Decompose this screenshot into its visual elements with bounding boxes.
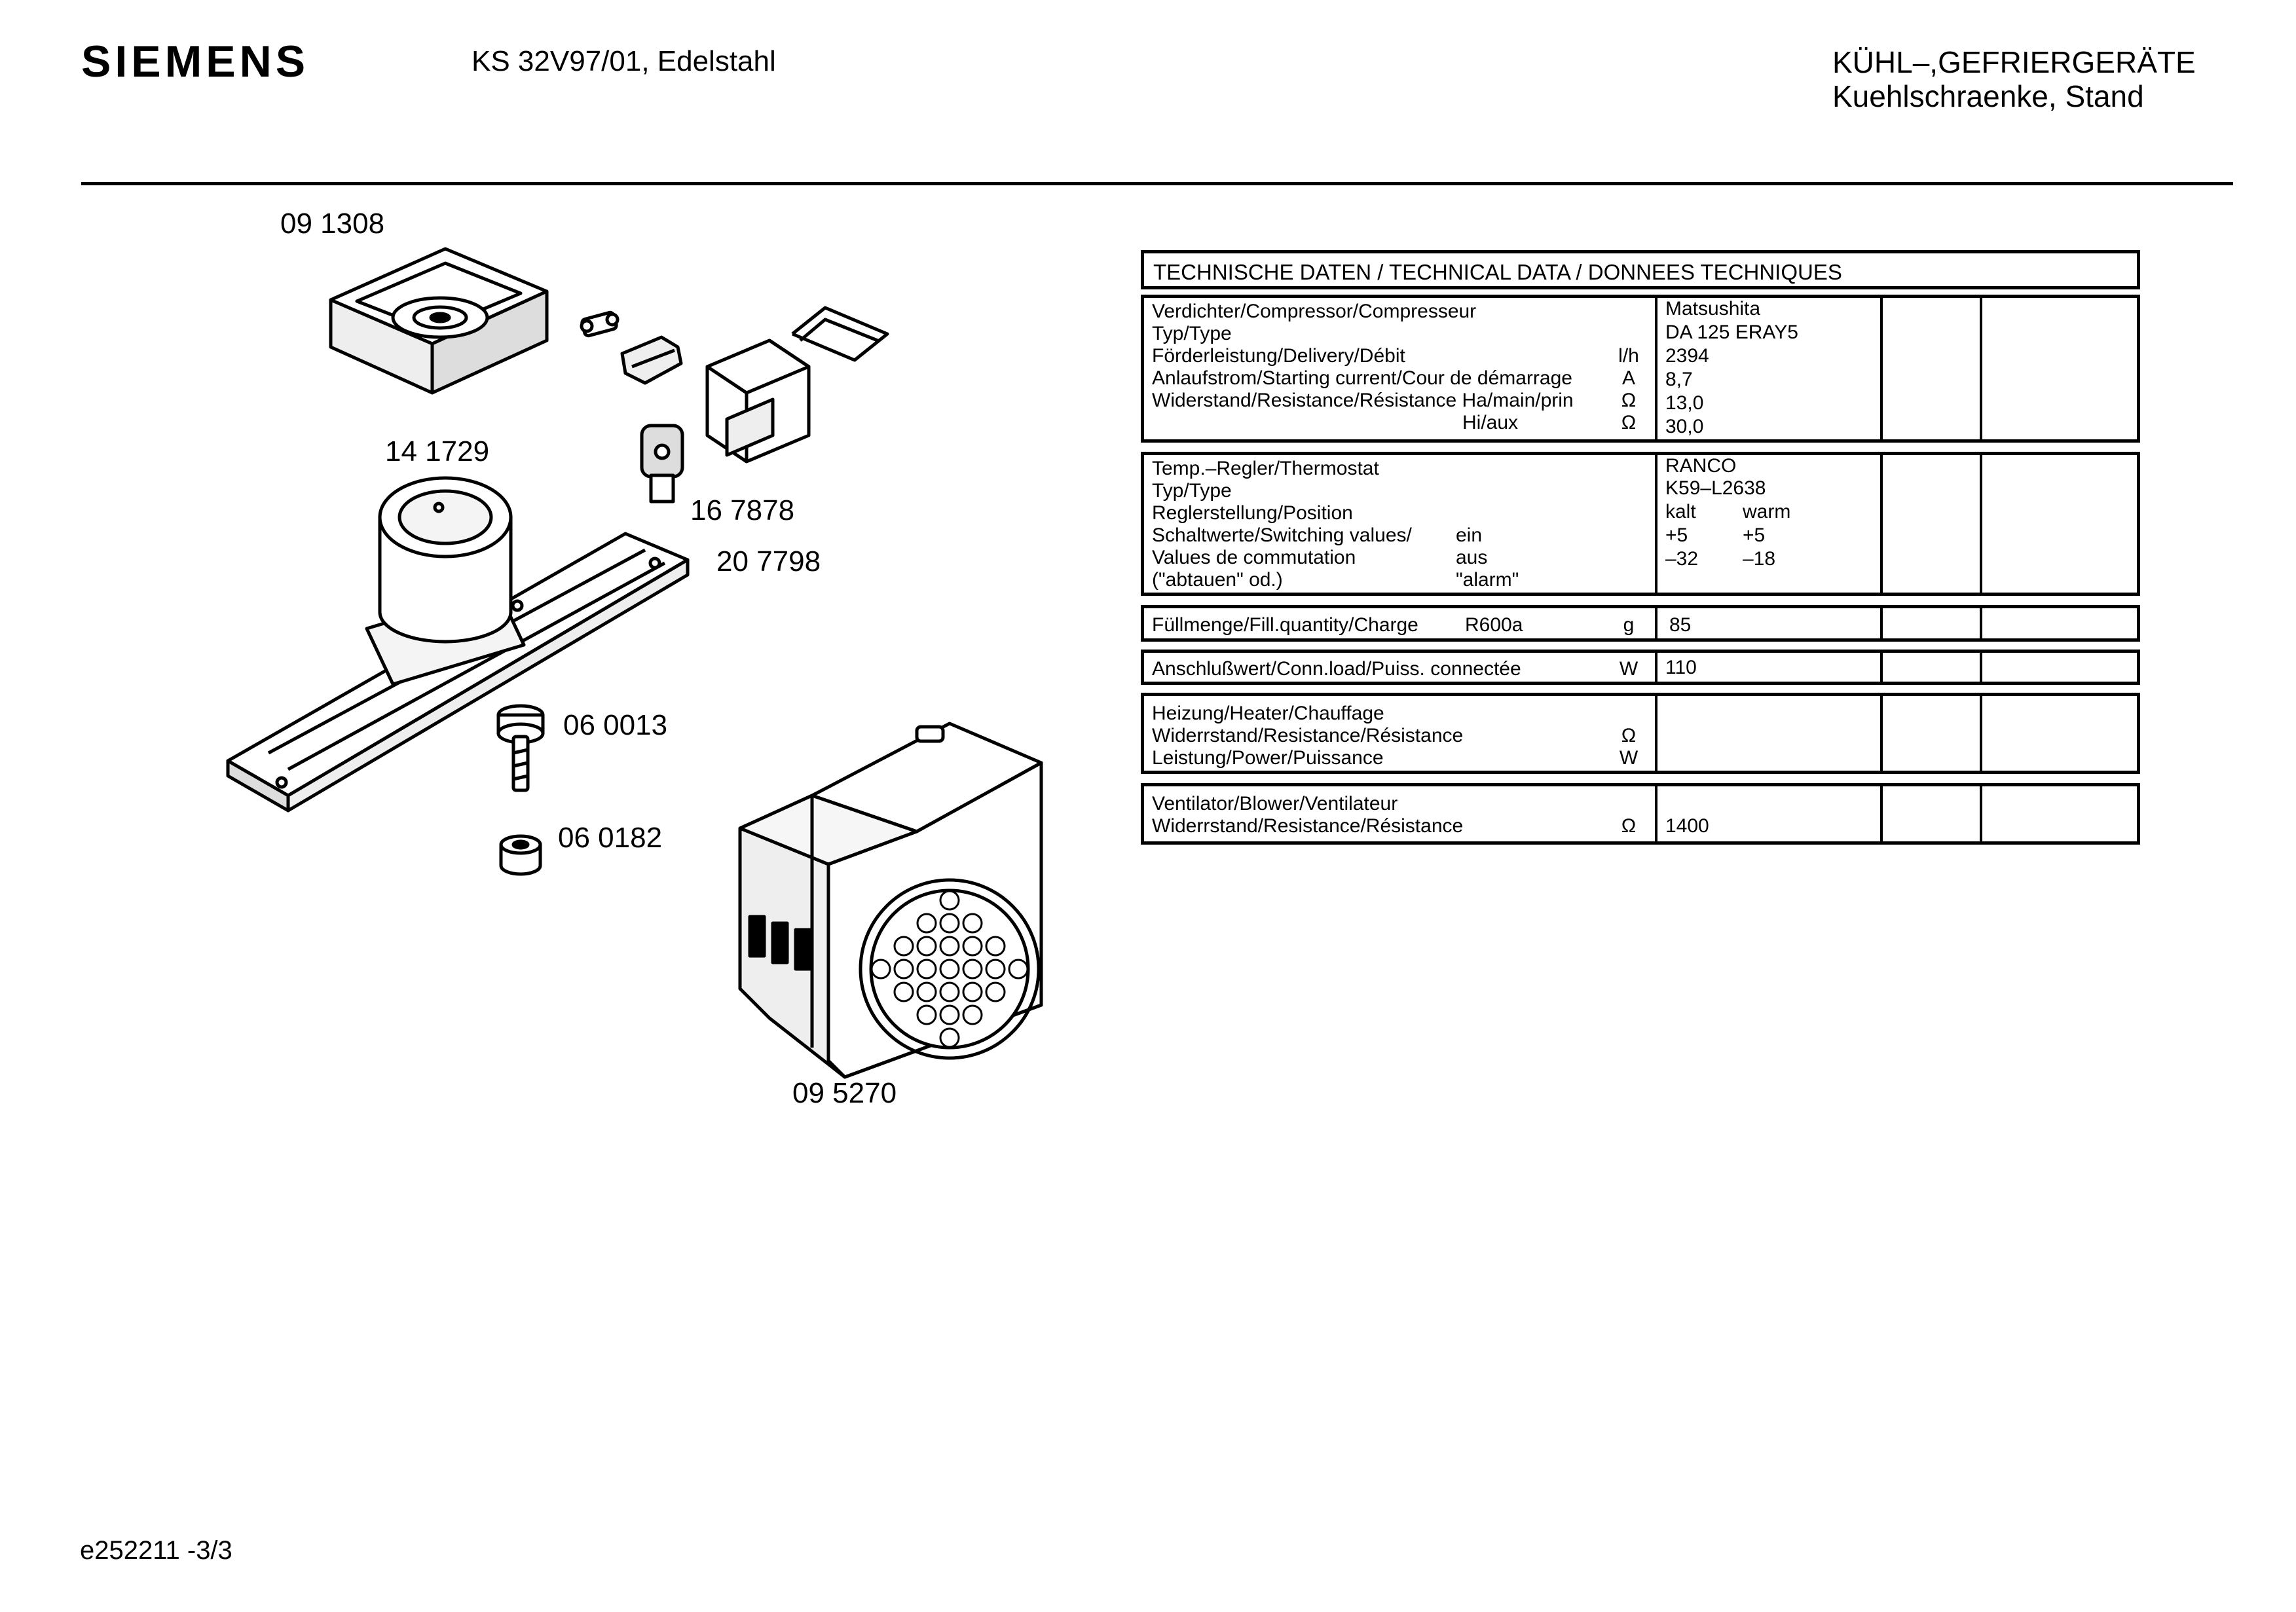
thermostat-position-label: Reglerstellung/Position (1152, 502, 1353, 524)
heater-resistance-label: Widerrstand/Resistance/Résistance (1152, 725, 1464, 746)
part-relay-cover (705, 306, 889, 464)
tech-section-compressor: Verdichter/Compressor/Compresseur Typ/Ty… (1141, 295, 2140, 443)
compressor-label: Verdichter/Compressor/Compresseur (1152, 301, 1477, 322)
category-title: KÜHL–,GEFRIERGERÄTE (1832, 45, 2196, 79)
part-fan (738, 722, 1043, 1079)
part-starter-relay (580, 310, 684, 504)
thermostat-maker: RANCO (1665, 455, 1737, 477)
unit-heater-resistance: Ω (1621, 725, 1637, 746)
col-divider (1655, 696, 1657, 771)
thermostat-type-label: Typ/Type (1152, 480, 1232, 502)
heater-power-label: Leistung/Power/Puissance (1152, 747, 1384, 769)
part-number-060182: 06 0182 (558, 822, 663, 854)
compressor-maker: Matsushita (1665, 298, 1761, 320)
thermostat-off-label: aus (1456, 547, 1488, 568)
tech-data-header: TECHNISCHE DATEN / TECHNICAL DATA / DONN… (1141, 250, 2140, 289)
compressor-resistance-aux-label: Hi/aux (1462, 412, 1519, 433)
thermostat-on-label: ein (1456, 524, 1483, 546)
compressor-delivery: 2394 (1665, 345, 1709, 367)
col-divider (1655, 608, 1657, 638)
part-grommet (499, 834, 542, 876)
part-number-141729: 14 1729 (385, 435, 490, 467)
heater-label: Heizung/Heater/Chauffage (1152, 703, 1384, 724)
thermostat-switching-label: Schaltwerte/Switching values/ (1152, 524, 1412, 546)
header-divider (81, 182, 2233, 185)
part-number-091308: 09 1308 (280, 208, 385, 240)
col-divider (1980, 608, 1982, 638)
col-divider (1880, 455, 1883, 593)
thermostat-type: K59–L2638 (1665, 477, 1766, 499)
tech-section-heater: Heizung/Heater/Chauffage Widerrstand/Res… (1141, 693, 2140, 774)
col-divider (1980, 696, 1982, 771)
part-bolt (496, 704, 545, 792)
col-divider (1655, 455, 1657, 593)
fan-resistance-label: Widerrstand/Resistance/Résistance (1152, 815, 1464, 837)
col-divider (1880, 696, 1883, 771)
col-divider (1655, 298, 1657, 439)
power-label: Anschlußwert/Conn.load/Puiss. connectée (1152, 658, 1521, 680)
compressor-delivery-label: Förderleistung/Delivery/Débit (1152, 345, 1405, 367)
unit-resistance-main: Ω (1621, 390, 1637, 411)
unit-fan-resistance: Ω (1621, 815, 1637, 837)
col-divider (1655, 786, 1657, 841)
compressor-type-label: Typ/Type (1152, 323, 1232, 344)
tech-section-thermostat: Temp.–Regler/Thermostat Typ/Type Reglers… (1141, 452, 2140, 596)
part-number-207798: 20 7798 (716, 545, 821, 577)
thermostat-commutation-label: Values de commutation (1152, 547, 1356, 568)
tech-section-fan: Ventilator/Blower/Ventilateur Widerrstan… (1141, 783, 2140, 845)
siemens-logo: SIEMENS (81, 37, 310, 86)
tech-data-title: TECHNISCHE DATEN / TECHNICAL DATA / DONN… (1153, 260, 1842, 284)
model-title: KS 32V97/01, Edelstahl (472, 45, 776, 77)
col-divider (1880, 608, 1883, 638)
part-drip-tray (329, 247, 549, 395)
compressor-resistance-label: Widerstand/Resistance/Résistance Ha/main… (1152, 390, 1574, 411)
compressor-starting-current: 8,7 (1665, 369, 1693, 390)
unit-resistance-aux: Ω (1621, 412, 1637, 433)
col-divider (1880, 653, 1883, 682)
fan-label: Ventilator/Blower/Ventilateur (1152, 793, 1398, 815)
thermostat-on-cold: +5 (1665, 524, 1688, 546)
category-subtitle: Kuehlschraenke, Stand (1832, 79, 2144, 113)
col-divider (1880, 786, 1883, 841)
part-compressor (226, 476, 690, 813)
compressor-type: DA 125 ERAY5 (1665, 321, 1798, 343)
thermostat-position-warm: warm (1743, 501, 1791, 522)
thermostat-position-cold: kalt (1665, 501, 1696, 522)
compressor-resistance-aux: 30,0 (1665, 416, 1704, 437)
col-divider (1655, 653, 1657, 682)
unit-charge: g (1623, 614, 1635, 636)
col-divider (1980, 786, 1982, 841)
thermostat-label: Temp.–Regler/Thermostat (1152, 458, 1379, 479)
charge-value: 85 (1669, 614, 1692, 636)
power-value: 110 (1665, 657, 1697, 678)
thermostat-defrost-label: ("abtauen" od.) (1152, 569, 1283, 591)
col-divider (1980, 455, 1982, 593)
unit-heater-power: W (1619, 747, 1639, 769)
unit-delivery: l/h (1618, 345, 1639, 367)
thermostat-off-warm: –18 (1743, 548, 1776, 570)
unit-power: W (1619, 658, 1639, 680)
tech-section-power: Anschlußwert/Conn.load/Puiss. connectée … (1141, 650, 2140, 685)
col-divider (1980, 298, 1982, 439)
part-number-167878: 16 7878 (690, 494, 795, 526)
compressor-starting-current-label: Anlaufstrom/Starting current/Cour de dém… (1152, 367, 1572, 389)
fan-resistance-value: 1400 (1665, 815, 1709, 837)
col-divider (1880, 298, 1883, 439)
thermostat-alarm-label: "alarm" (1456, 569, 1519, 591)
thermostat-off-cold: –32 (1665, 548, 1699, 570)
compressor-resistance-main: 13,0 (1665, 392, 1704, 414)
part-number-095270: 09 5270 (792, 1077, 897, 1109)
thermostat-on-warm: +5 (1743, 524, 1766, 546)
charge-label: Füllmenge/Fill.quantity/Charge (1152, 614, 1418, 636)
part-number-060013: 06 0013 (563, 709, 668, 741)
refrigerant-label: R600a (1465, 614, 1523, 636)
col-divider (1980, 653, 1982, 682)
unit-current: A (1621, 367, 1635, 389)
tech-section-charge: Füllmenge/Fill.quantity/Charge R600a g 8… (1141, 605, 2140, 642)
document-code: e252211 -3/3 (80, 1536, 232, 1565)
exploded-parts-drawing (226, 247, 1043, 1079)
